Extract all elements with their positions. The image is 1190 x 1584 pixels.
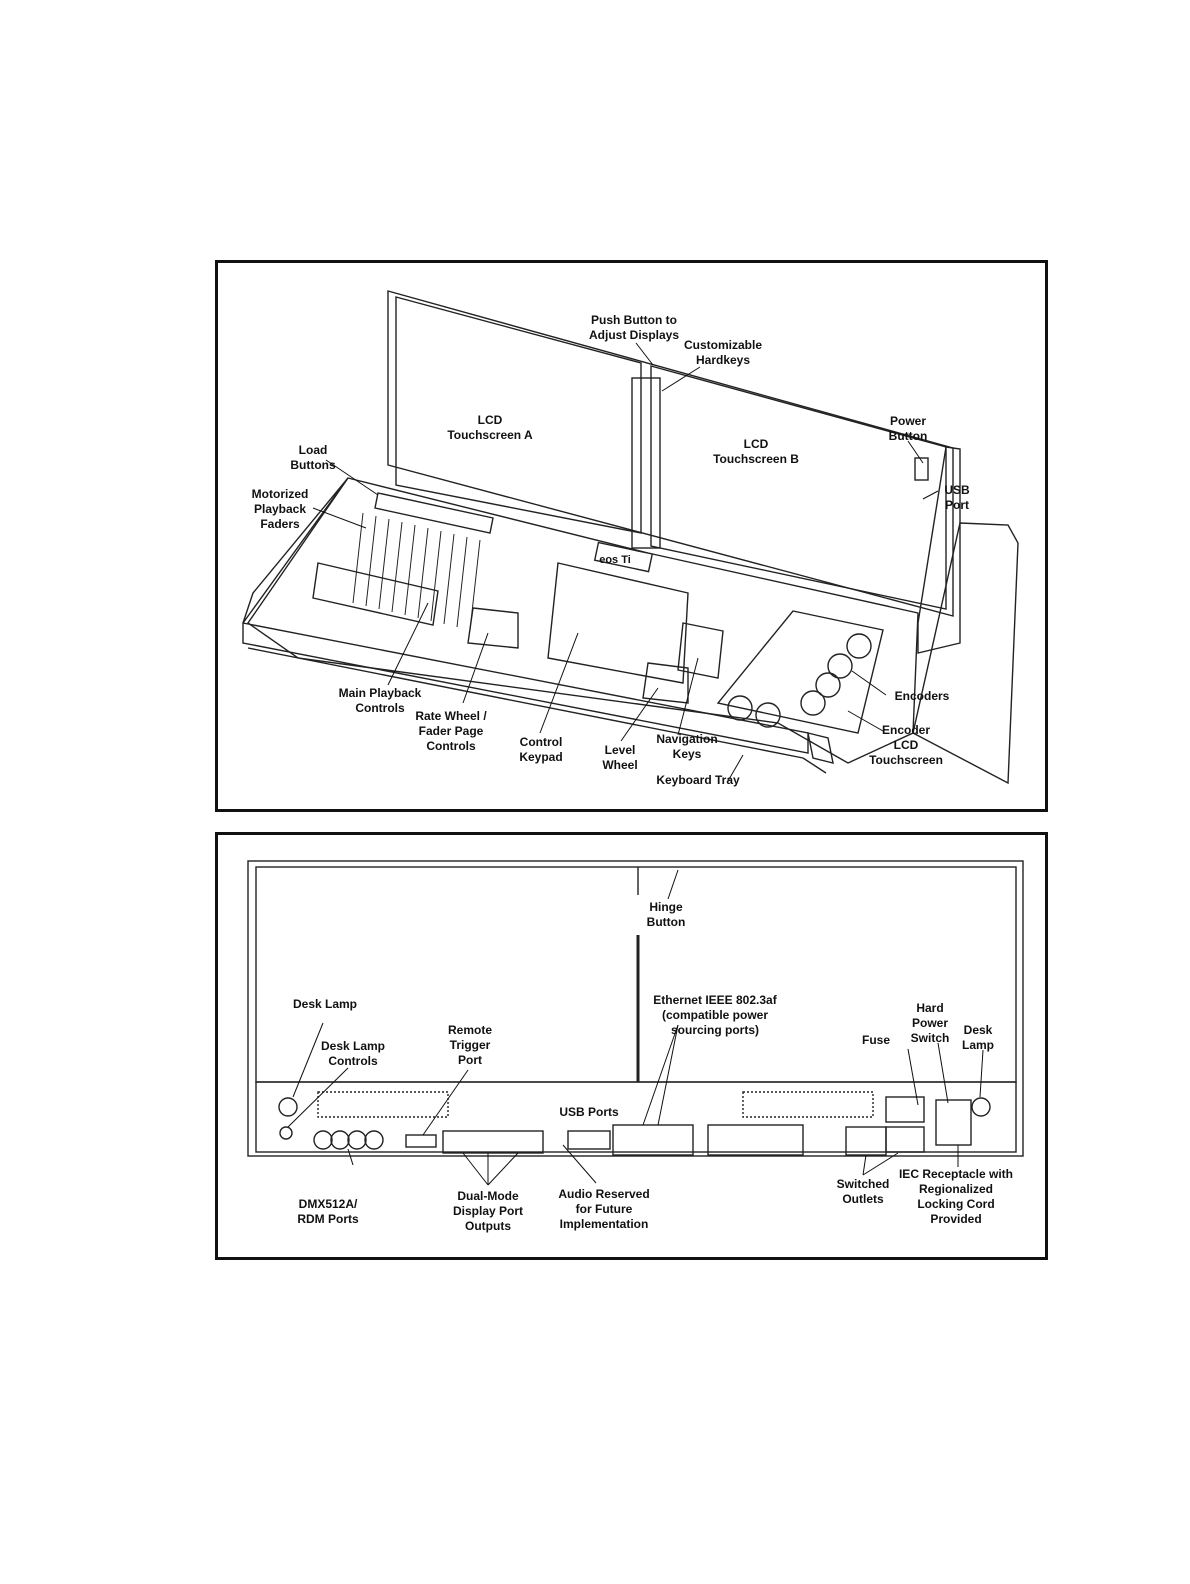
label-ethernet: Ethernet IEEE 802.3af (compatible power … xyxy=(653,993,777,1037)
console-logo: eos Ti xyxy=(599,554,631,566)
label-faders: Motorized Playback Faders xyxy=(251,487,309,531)
label-dmx-ports: DMX512A/ RDM Ports xyxy=(297,1197,359,1226)
label-navigation-keys: Navigation Keys xyxy=(656,732,718,761)
screen-a-label: LCD Touchscreen A xyxy=(447,413,533,442)
label-usb-port: USB Port xyxy=(944,483,970,512)
label-push-button: Push Button to Adjust Displays xyxy=(588,313,680,342)
front-view-panel: LCD Touchscreen A LCD Touchscreen B eos … xyxy=(215,260,1048,812)
label-fuse: Fuse xyxy=(861,1033,891,1047)
label-remote-trigger: Remote Trigger Port xyxy=(447,1023,493,1067)
label-iec-receptacle: IEC Receptacle with Regionalized Locking… xyxy=(898,1167,1014,1226)
label-keyboard-tray: Keyboard Tray xyxy=(656,773,740,787)
console-rear-drawing xyxy=(247,860,1024,1186)
label-usb-ports: USB Ports xyxy=(559,1105,619,1119)
label-audio: Audio Reserved for Future Implementation xyxy=(558,1187,650,1231)
label-switched-outlets: Switched Outlets xyxy=(836,1177,890,1206)
label-control-keypad: Control Keypad xyxy=(519,735,563,764)
rear-housing xyxy=(247,860,1024,1157)
label-rate-wheel: Rate Wheel / Fader Page Controls xyxy=(415,709,487,753)
label-hinge-button: Hinge Button xyxy=(646,900,686,929)
label-desk-lamp-left: Desk Lamp xyxy=(292,997,358,1011)
monitor-bezel xyxy=(387,290,954,617)
label-encoders: Encoders xyxy=(894,689,950,703)
label-desk-lamp-controls: Desk Lamp Controls xyxy=(320,1039,386,1068)
label-hard-power-switch: Hard Power Switch xyxy=(910,1001,950,1045)
label-encoder-lcd: Encoder LCD Touchscreen xyxy=(869,723,943,767)
label-desk-lamp-right: Desk Lamp xyxy=(961,1023,995,1052)
label-hardkeys: Customizable Hardkeys xyxy=(683,338,763,367)
label-main-playback: Main Playback Controls xyxy=(338,686,422,715)
label-display-port: Dual-Mode Display Port Outputs xyxy=(452,1189,524,1233)
console-deck xyxy=(247,477,919,764)
label-load-buttons: Load Buttons xyxy=(290,443,336,472)
console-front-drawing xyxy=(242,290,1019,785)
label-power-button: Power Button xyxy=(888,414,928,443)
screen-b-label: LCD Touchscreen B xyxy=(713,437,799,466)
rear-view-panel: Hinge Button Desk Lamp Desk Lamp Control… xyxy=(215,832,1048,1260)
label-level-wheel: Level Wheel xyxy=(602,743,638,772)
